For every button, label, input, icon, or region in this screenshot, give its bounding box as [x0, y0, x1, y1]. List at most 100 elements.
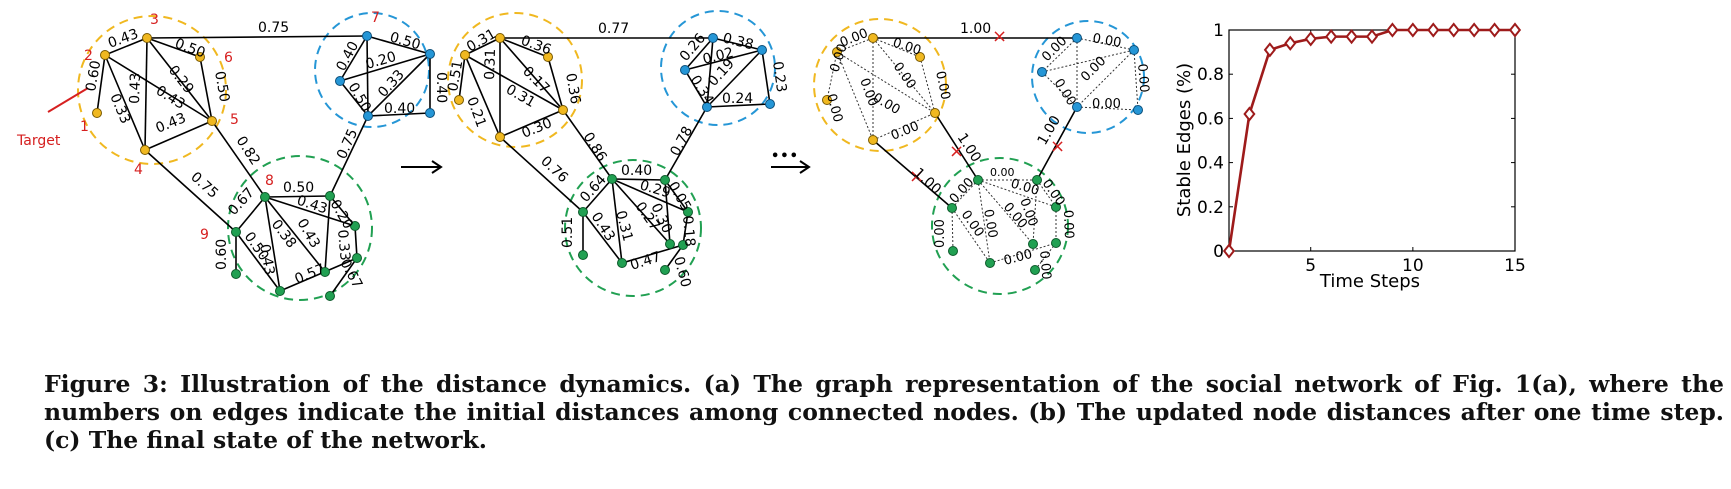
node-blue — [757, 45, 767, 55]
edge-label: 0.00 — [1002, 247, 1034, 269]
blue-cluster-circle — [314, 12, 430, 128]
node-blue — [362, 31, 372, 41]
node-green — [352, 253, 362, 263]
graph-b-nodes — [454, 33, 775, 275]
data-point-marker — [1325, 29, 1338, 45]
node-green — [578, 207, 588, 217]
node-blue — [1129, 45, 1139, 55]
edge-label: 0.40 — [621, 163, 652, 179]
edge-label: 0.00 — [1092, 97, 1121, 112]
y-tick-label: 0.2 — [1197, 198, 1224, 218]
data-point-marker — [1243, 106, 1256, 122]
node-yellow — [140, 145, 150, 155]
node-yellow — [195, 52, 205, 62]
node-id-label: 6 — [224, 50, 233, 66]
transition-arrow-head — [799, 160, 811, 174]
edge-label: 0.76 — [537, 153, 571, 186]
node-yellow — [92, 108, 102, 118]
node-yellow — [832, 47, 842, 57]
node-green — [1028, 239, 1038, 249]
node-blue — [335, 76, 345, 86]
edge-label: 0.36 — [562, 72, 583, 106]
node-green — [350, 221, 360, 231]
y-tick-label: 0.4 — [1197, 154, 1224, 174]
node-id-label: 4 — [134, 162, 143, 178]
node-blue — [702, 102, 712, 112]
node-yellow — [558, 105, 568, 115]
data-point-marker — [1468, 22, 1481, 38]
node-green — [1030, 265, 1040, 275]
node-blue — [765, 99, 775, 109]
node-blue — [1072, 33, 1082, 43]
edge-label: 0.36 — [519, 33, 554, 59]
data-point-marker — [1304, 31, 1317, 47]
node-yellow — [454, 95, 464, 105]
edge-label: 0.00 — [870, 90, 903, 117]
edge-label: 0.23 — [769, 60, 789, 93]
node-id-label: 9 — [200, 227, 209, 243]
node-green — [947, 203, 957, 213]
y-axis-label: Stable Edges (%) — [1174, 63, 1195, 217]
node-green — [678, 240, 688, 250]
data-point-marker — [1386, 22, 1399, 38]
edge-label: 0.00 — [1039, 177, 1068, 209]
edge-label: 0.43 — [256, 243, 277, 276]
node-green — [948, 246, 958, 256]
edge-label: 0.18 — [679, 215, 698, 247]
node-yellow — [100, 50, 110, 60]
node-blue — [708, 33, 718, 43]
edge-label: 0.00 — [891, 36, 923, 59]
node-id-label: 5 — [230, 112, 239, 128]
edge-label: 0.50 — [211, 70, 232, 103]
blue-cluster-circle — [1031, 20, 1145, 134]
data-point-marker — [1263, 42, 1276, 58]
node-green — [231, 227, 241, 237]
edge-label: 0.86 — [580, 130, 610, 165]
edge-label: 0.30 — [520, 115, 555, 142]
edge-label: 0.00 — [823, 92, 845, 124]
edge-label: 0.40 — [384, 101, 415, 117]
cut-mark: × — [949, 141, 964, 162]
edge-label: 0.00 — [1036, 250, 1053, 280]
node-green — [231, 269, 241, 279]
node-blue — [425, 49, 435, 59]
node-yellow — [915, 52, 925, 62]
series-line — [1227, 28, 1515, 252]
edge-label: 0.40 — [433, 72, 449, 103]
edge-label: 0.67 — [225, 185, 258, 219]
node-green — [660, 175, 670, 185]
y-tick-label: 0.6 — [1197, 109, 1224, 129]
node-yellow — [868, 135, 878, 145]
edge-label: 0.77 — [598, 21, 629, 37]
node-green — [660, 265, 670, 275]
node-green — [1051, 202, 1061, 212]
node-id-label: 3 — [150, 12, 159, 28]
edge-label: 0.60 — [214, 239, 230, 270]
edge-label: 0.60 — [670, 255, 694, 289]
node-blue — [1133, 105, 1143, 115]
x-tick-label: 15 — [1504, 256, 1526, 276]
graph-a-edges — [96, 35, 431, 297]
data-point-marker — [1284, 35, 1297, 51]
yellow-cluster-circle — [77, 15, 227, 165]
data-point-marker — [1406, 22, 1419, 38]
graph-a: Target 1 2 3 4 5 6 7 8 9 0.75 0.60 0.43 … — [16, 10, 449, 301]
edge-label: 0.02 — [701, 45, 735, 68]
edge-label: 0.31 — [612, 209, 636, 243]
node-green — [985, 258, 995, 268]
edge-label: 0.00 — [1134, 63, 1151, 93]
cut-mark: × — [992, 26, 1007, 47]
node-yellow — [543, 52, 553, 62]
target-label: Target — [16, 133, 61, 149]
green-cluster-circle — [931, 157, 1069, 295]
edge-label: 0.50 — [345, 80, 374, 115]
edge-label: 0.51 — [560, 217, 576, 248]
data-point-marker — [1508, 22, 1522, 38]
edge-label: 0.50 — [173, 36, 208, 62]
edge-label: 0.43 — [127, 72, 144, 104]
graph-c: × × × × 1.00 1.00 1.00 1.00 0.00 0.00 0.… — [813, 18, 1151, 295]
plot-area — [1228, 29, 1516, 252]
